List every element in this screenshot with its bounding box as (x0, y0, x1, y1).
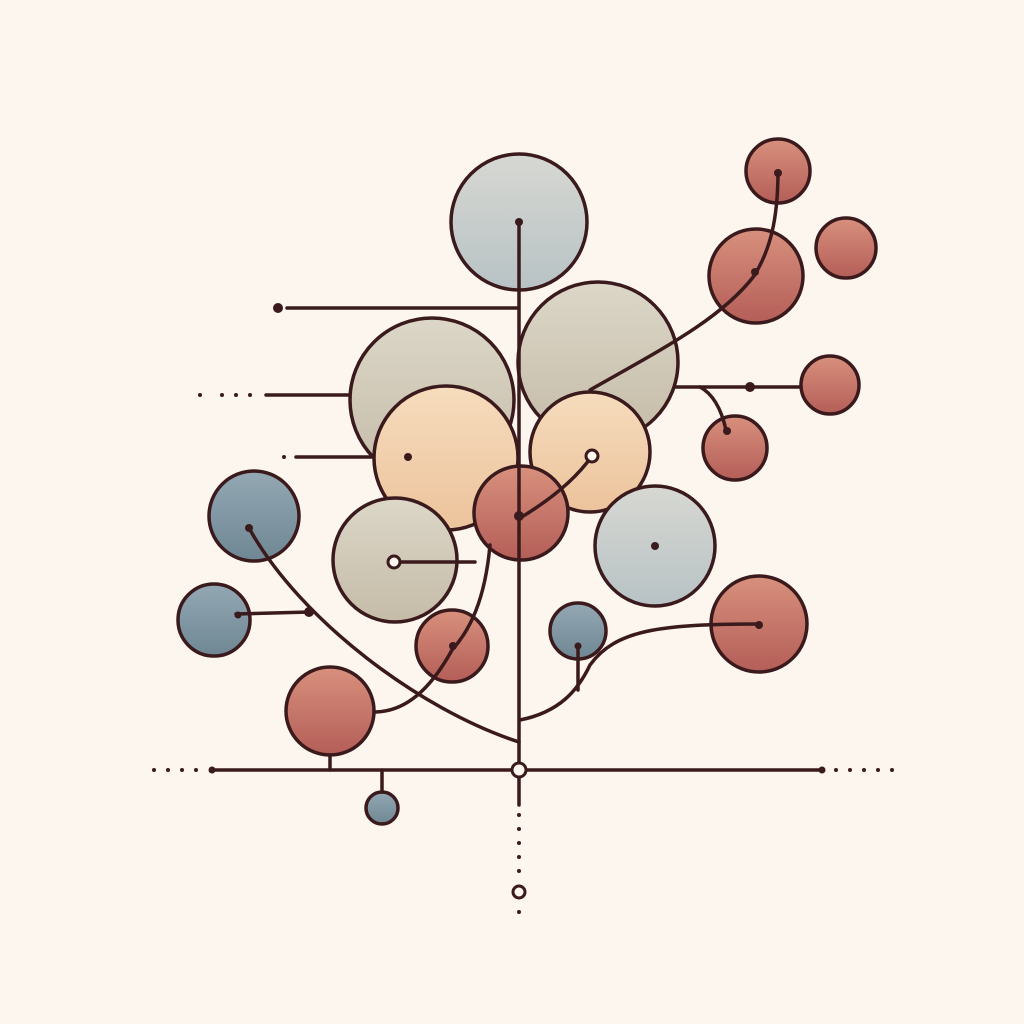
branch-right-hook (698, 385, 728, 432)
branch-right-upper (588, 169, 780, 392)
node-dot-sage-top (515, 218, 523, 226)
branch-slate-left (234, 610, 312, 616)
node-dot-sage-right (651, 542, 659, 550)
node-dot-right-lower (755, 621, 763, 629)
hollow-node-stone-lower (386, 554, 402, 570)
node-dot-top-right (774, 169, 782, 177)
node-dot-center (514, 511, 524, 521)
node-dot-ground-left-end (208, 766, 216, 774)
terracotta-circle-far-right (814, 216, 878, 280)
hollow-node-bottom (511, 884, 527, 900)
branch-right-lower (518, 622, 761, 722)
slate-circle-left-top (207, 469, 301, 563)
branch-peach-right (518, 454, 594, 520)
dotted-trail-stem-bottom (517, 813, 521, 914)
slate-circle-left-bottom (176, 582, 252, 658)
node-dot-lower-left-end (404, 453, 412, 461)
hollow-node-peach-right (584, 448, 600, 464)
hollow-node-ground-center (510, 761, 528, 779)
node-dot-top-left-end (273, 303, 283, 313)
dotted-trail-mid-left (198, 393, 252, 397)
slate-circle-bottom (364, 790, 400, 826)
node-dot-lower-left (449, 642, 457, 650)
node-dot-slate-left-top (245, 524, 253, 532)
node-dot-ground-right-end (818, 766, 826, 774)
branch-left-long (247, 526, 521, 744)
dotted-trail-ground-left (152, 768, 198, 772)
node-dot-right-small (723, 427, 731, 435)
node-dot-right-line (745, 382, 755, 392)
node-dot-slate-center (574, 642, 582, 650)
terracotta-circle-right-small (701, 414, 769, 482)
node-dot-branch-left (304, 607, 314, 617)
terracotta-circle-right-mid (799, 354, 861, 416)
dotted-trail-ground-right (834, 768, 894, 772)
node-dot-slate-left-bottom (234, 611, 242, 619)
terracotta-circle-bottom-left (284, 665, 376, 757)
node-dot-right-large (751, 268, 759, 276)
dotted-trail-lower-left (282, 455, 286, 459)
branch-lower-left-curve (372, 543, 492, 714)
